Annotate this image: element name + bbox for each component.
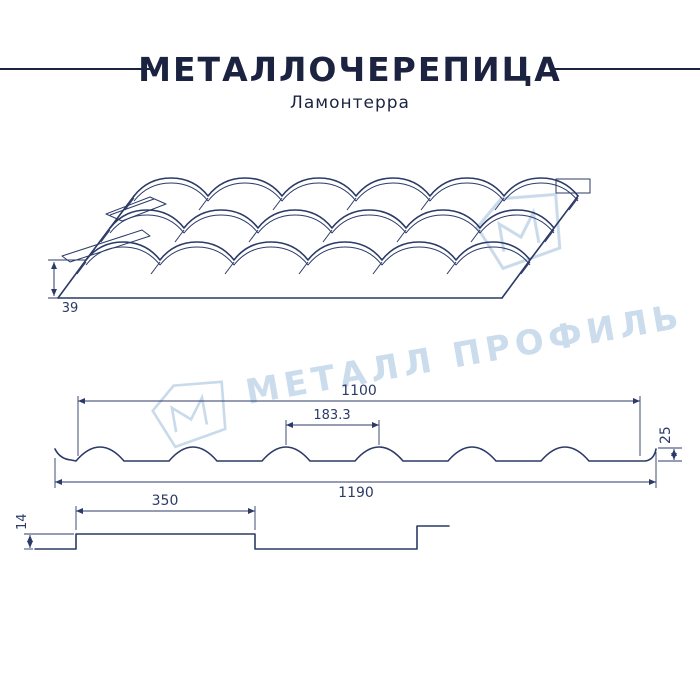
cross-section-view: 1100 183.3 25 1190	[54, 383, 682, 501]
dim-14-label: 14	[15, 513, 30, 530]
dim-1190-label: 1190	[338, 485, 374, 501]
page-title: МЕТАЛЛОЧЕРЕПИЦА	[138, 50, 562, 89]
dim-1100-label: 1100	[341, 383, 377, 399]
page-subtitle: Ламонтерра	[290, 93, 410, 113]
dim-350-label: 350	[152, 493, 179, 509]
dim-1190-group: 1190	[54, 452, 657, 501]
dim-1100-group: 1100	[77, 383, 641, 456]
watermark: МЕТАЛЛ ПРОФИЛЬ	[151, 192, 687, 449]
sheet-corner-rect	[555, 178, 591, 194]
ridge-cap-line	[109, 198, 155, 216]
sheet-right-edge	[501, 195, 579, 299]
dim-183-label: 183.3	[313, 408, 350, 423]
step-profile-path	[34, 525, 450, 550]
profile-path	[54, 446, 657, 462]
dim-39-group: 39	[48, 259, 86, 316]
dim-39-label: 39	[62, 301, 79, 316]
dim-183-group: 183.3	[285, 408, 380, 445]
tile-3d-view: 39	[48, 177, 591, 316]
dim-350-group: 350	[75, 493, 256, 530]
brand-logo-icon	[151, 380, 227, 449]
dim-25-label: 25	[658, 426, 674, 444]
course-step-lines	[76, 197, 579, 275]
dim-25-group: 25	[658, 426, 682, 462]
step-profile-view: 350 14	[15, 493, 450, 550]
watermark-text: МЕТАЛЛ ПРОФИЛЬ	[243, 296, 687, 412]
dim-14-group: 14	[15, 513, 74, 550]
brand-logo-icon	[475, 192, 562, 271]
sheet-left-edge	[57, 195, 135, 299]
ridge-cap	[105, 196, 167, 222]
